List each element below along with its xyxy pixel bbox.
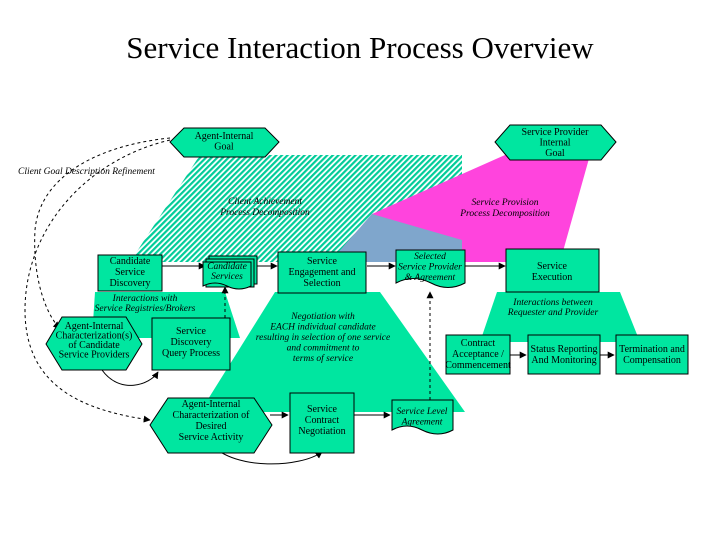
registries-annotation-line-2: Service Registries/Brokers: [95, 304, 196, 314]
service-provision-annotation-line-1: Service Provision: [472, 198, 539, 208]
provider-goal-label-line-3: Goal: [545, 148, 565, 159]
agent-goal-label-line-2: Goal: [214, 142, 234, 153]
agent-goal-label-line-1: Agent-Internal: [195, 131, 254, 142]
status-reporting-label-line-2: And Monitoring: [531, 355, 596, 366]
contract-negotiation-label-line-3: Negotiation: [298, 426, 345, 437]
contract-negotiation-label-line-1: Service: [307, 404, 338, 415]
negotiation-annotation-line-3: resulting in selection of one service: [256, 332, 390, 343]
termination-node: [615, 334, 689, 375]
discovery-query-label-line-2: Discovery: [170, 337, 211, 348]
goal-refinement-annotation-line-1: Client Goal Description Refinement: [18, 166, 155, 177]
agent-char-activity-node: [149, 397, 273, 454]
candidate-services-label-line-1: Candidate: [207, 262, 247, 272]
page-title: Service Interaction Process Overview: [126, 30, 594, 65]
candidate-discovery-label-line-3: Discovery: [109, 278, 150, 289]
candidate-discovery-label-line-1: Candidate: [110, 256, 151, 267]
contract-acceptance-label-line-1: Contract: [461, 338, 496, 349]
discovery-query-node: [151, 317, 231, 371]
dashed-refinement-arrow-2: [24, 139, 171, 423]
requester-provider-region: [480, 292, 640, 342]
candidate-services-node: [202, 255, 258, 290]
service-provision-annotation-line-2: Process Decomposition: [459, 209, 550, 219]
negotiation-annotation-line-5: terms of service: [293, 353, 353, 364]
contract-acceptance-node: [445, 334, 511, 375]
agent-internal-goal-node: [169, 127, 280, 158]
agent-char-providers-label-line-1: Agent-Internal: [65, 321, 124, 332]
termination-label-line-2: Compensation: [623, 355, 681, 366]
agent-char-activity-label-line-4: Service Activity: [179, 432, 244, 443]
agent-char-providers-label-line-3: of Candidate: [68, 340, 120, 351]
contract-negotiation-node: [289, 392, 355, 454]
dashed-refinement-arrow-1: [34, 137, 171, 329]
provider-goal-label-line-2: Internal: [539, 138, 570, 149]
negotiation-region: [200, 292, 465, 412]
discovery-query-label-line-3: Query Process: [162, 348, 220, 359]
engagement-label-line-2: Engagement and: [289, 267, 356, 278]
provider-goal-label-line-1: Service Provider: [522, 127, 590, 138]
discovery-query-label-line-1: Service: [176, 326, 207, 337]
client-achievement-annotation-line-1: Client Achievement: [228, 197, 302, 207]
agent-char-providers-label-line-4: Service Providers: [59, 350, 130, 361]
requester-provider-annotation-line-1: Interactions between: [512, 298, 593, 308]
execution-label-line-1: Service: [537, 261, 568, 272]
engagement-label-line-1: Service: [307, 256, 338, 267]
negotiation-annotation-line-4: and commitment to: [287, 344, 360, 354]
client-achievement-annotation-line-2: Process Decomposition: [219, 208, 310, 218]
status-reporting-node: [527, 334, 601, 375]
requester-provider-annotation-line-2: Requester and Provider: [507, 308, 599, 318]
agent-char-activity-label-line-1: Agent-Internal: [182, 399, 241, 410]
selected-provider-label-line-3: & Agreement: [405, 273, 456, 283]
agent-char-activity-label-line-2: Characterization of: [173, 410, 251, 421]
negotiation-annotation-line-1: Negotiation with: [290, 312, 355, 322]
sla-label-line-2: Agreement: [401, 418, 443, 428]
execution-node: [505, 248, 600, 293]
engagement-node: [277, 251, 367, 294]
agent-char-providers-node: [45, 316, 143, 371]
contract-negotiation-label-line-2: Contract: [305, 415, 340, 426]
registries-annotation-line-1: Interactions with: [112, 294, 178, 304]
termination-label-line-1: Termination and: [619, 344, 685, 355]
candidate-discovery-node: [97, 254, 163, 292]
execution-label-line-2: Execution: [532, 272, 573, 283]
provider-internal-goal-node: [494, 124, 617, 161]
loop-arrow-query: [101, 369, 159, 386]
selected-provider-label-line-1: Selected: [414, 252, 446, 262]
contract-acceptance-label-line-3: Commencement: [445, 360, 511, 371]
sla-node: [391, 399, 454, 435]
negotiation-annotation-line-2: EACH individual candidate: [269, 323, 376, 333]
status-reporting-label-line-1: Status Reporting: [531, 344, 598, 355]
candidate-services-label-line-2: Services: [211, 272, 243, 282]
agent-char-activity-label-line-3: Desired: [195, 421, 226, 432]
engagement-label-line-3: Selection: [303, 278, 340, 289]
agent-char-providers-label-line-2: Characterization(s): [56, 331, 133, 342]
candidate-discovery-label-line-2: Service: [115, 267, 146, 278]
selected-provider-label-line-2: Service Provider: [398, 263, 462, 273]
sla-label-line-1: Service Level: [397, 407, 448, 417]
contract-acceptance-label-line-2: Acceptance /: [452, 349, 504, 360]
selected-provider-node: [395, 249, 466, 288]
